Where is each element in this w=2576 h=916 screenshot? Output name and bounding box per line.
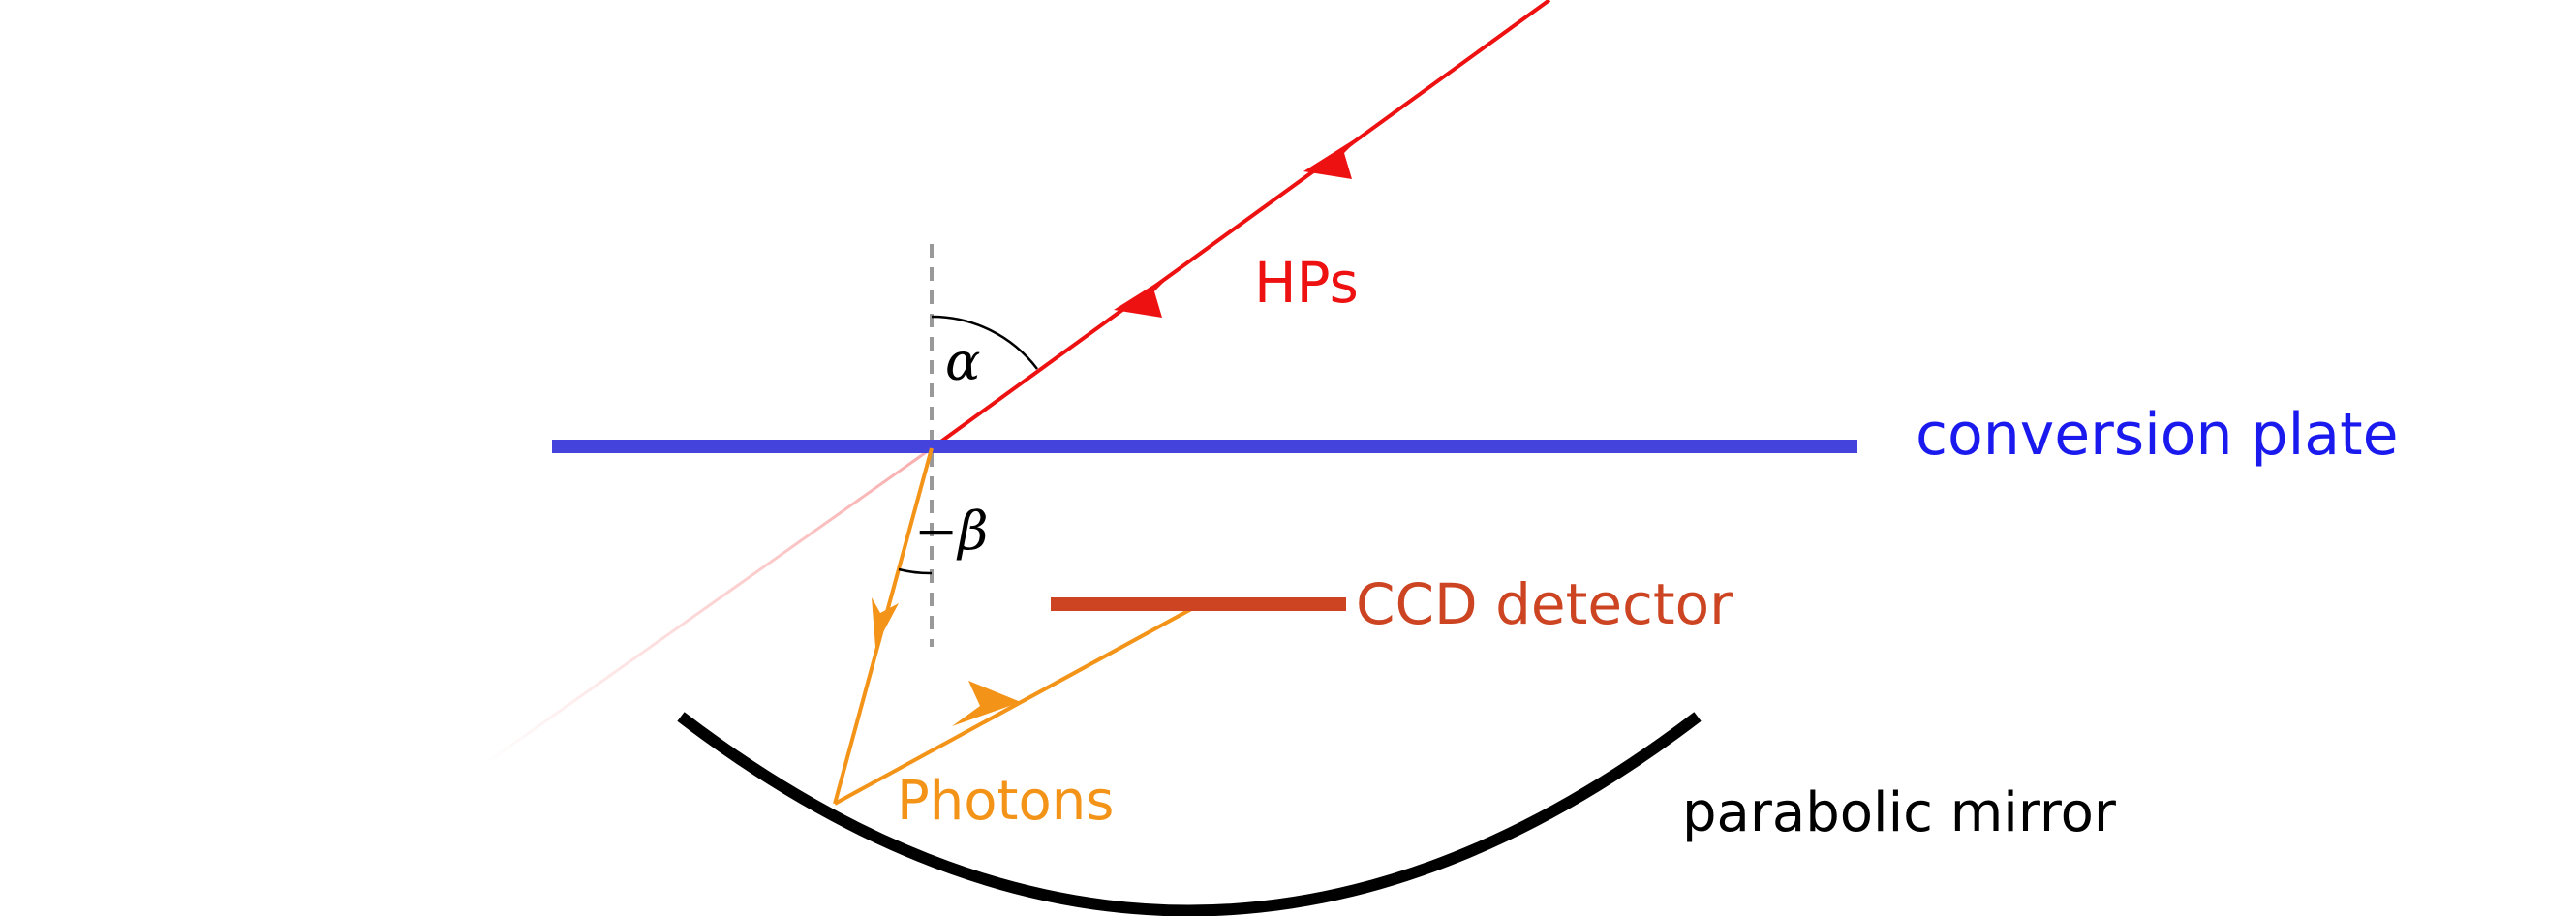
photon-arrowhead-down <box>872 597 899 647</box>
parabolic-mirror <box>677 712 1702 916</box>
alpha-angle-arc <box>931 315 1038 370</box>
incident-hp-ray <box>930 0 1551 450</box>
conversion-plate-label: conversion plate <box>1916 401 2399 469</box>
beta-angle-arc <box>898 567 933 575</box>
photon-ray-reflected <box>834 606 1194 806</box>
parabolic-mirror-label: parabolic mirror <box>1682 781 2117 844</box>
photon-arrowhead-reflected <box>952 681 1021 726</box>
hp-arrowhead-lower <box>1114 272 1174 318</box>
ccd-detector-label: CCD detector <box>1356 571 1733 637</box>
incident-ray-extension <box>478 446 933 770</box>
beta-label: −β <box>914 501 988 562</box>
hps-label: HPs <box>1254 250 1359 316</box>
photons-label: Photons <box>897 770 1114 833</box>
hp-arrowhead-upper <box>1303 134 1364 179</box>
alpha-label: α <box>945 331 980 392</box>
